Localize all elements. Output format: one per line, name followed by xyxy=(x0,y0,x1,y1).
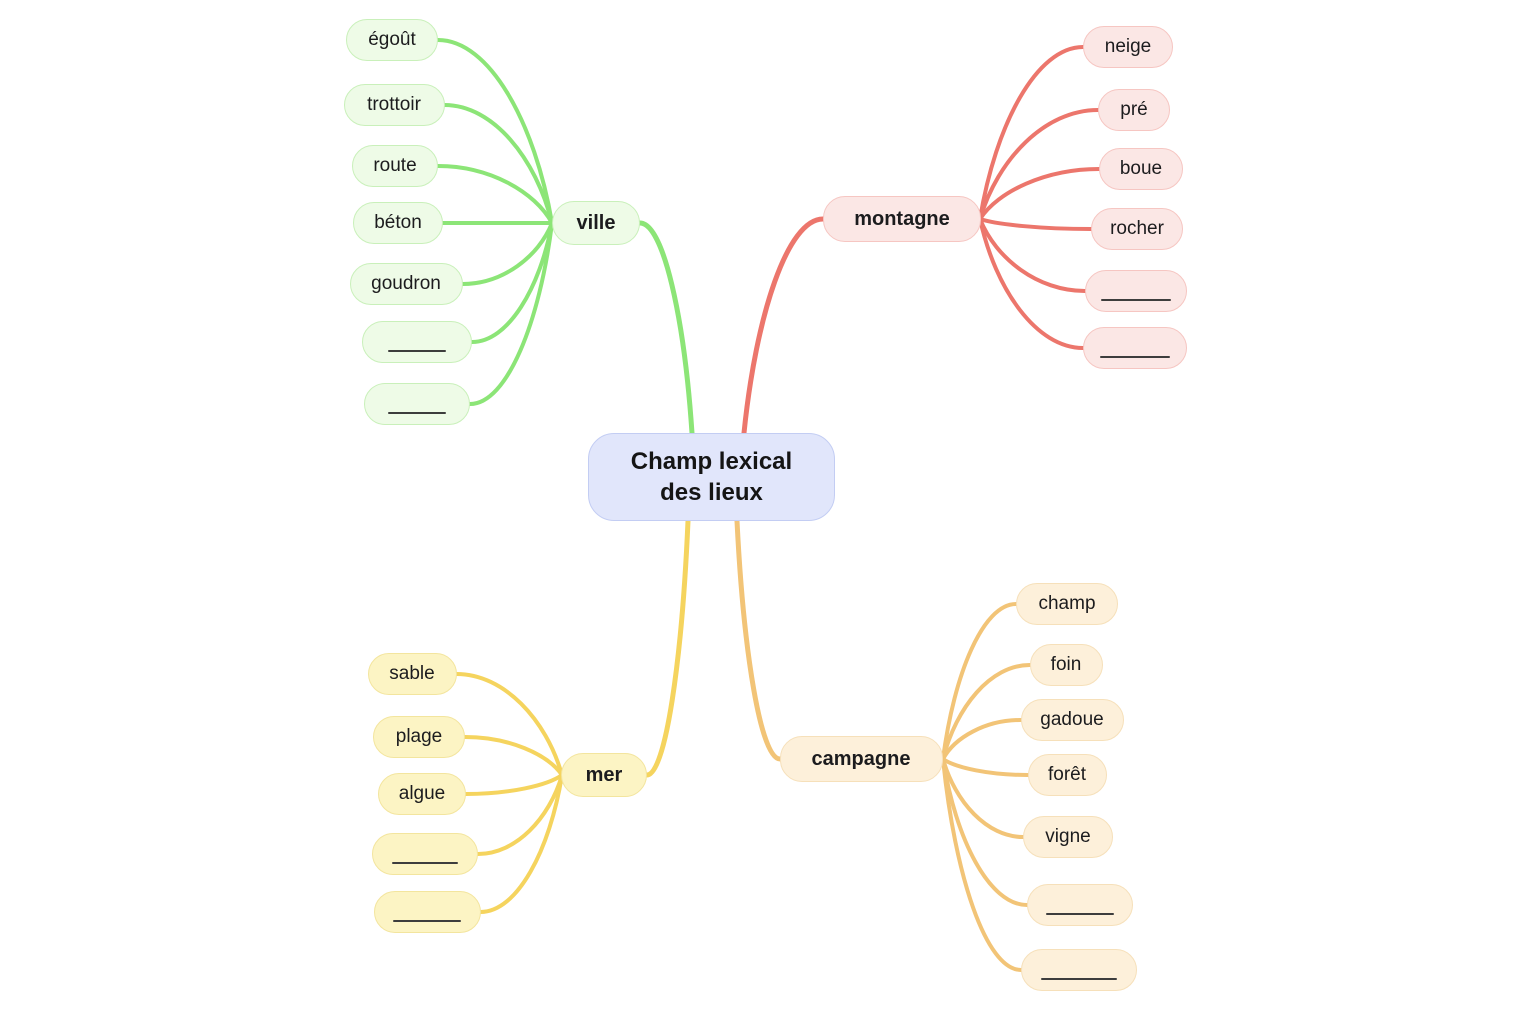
mindmap-link-ville-1 xyxy=(442,103,554,225)
mindmap-link-montagne-4 xyxy=(978,217,1087,293)
mindmap-link-campagne-5 xyxy=(941,757,1029,907)
leaf-node-montagne-rocher[interactable]: rocher xyxy=(1091,208,1183,250)
mindmap-link-campagne-4 xyxy=(941,757,1025,839)
leaf-node-mer-algue[interactable]: algue xyxy=(378,773,466,815)
leaf-node-montagne-boue[interactable]: boue xyxy=(1099,148,1183,190)
leaf-node-ville-goudron[interactable]: goudron xyxy=(349,263,463,305)
blank-answer-line xyxy=(1046,912,1114,916)
mindmap-link-ville-6 xyxy=(468,221,554,406)
leaf-node-campagne-blank-5[interactable] xyxy=(1027,884,1133,926)
mindmap-link-campagne-0 xyxy=(941,602,1018,761)
leaf-node-ville-egout[interactable]: égoût xyxy=(346,19,438,61)
blank-answer-line xyxy=(1041,977,1117,981)
branch-node-mer[interactable]: mer xyxy=(561,753,647,797)
blank-answer-line xyxy=(388,349,446,353)
leaf-node-mer-sable[interactable]: sable xyxy=(367,653,457,695)
blank-answer-line xyxy=(1100,355,1170,359)
branch-node-ville[interactable]: ville xyxy=(552,201,640,245)
blank-answer-line xyxy=(392,861,458,865)
mindmap-link-center-mer xyxy=(644,518,691,778)
mindmap-link-campagne-6 xyxy=(941,757,1023,972)
branch-node-montagne[interactable]: montagne xyxy=(823,196,981,242)
mindmap-link-montagne-5 xyxy=(978,217,1085,350)
leaf-node-campagne-gadoue[interactable]: gadoue xyxy=(1020,699,1124,741)
blank-answer-line xyxy=(1101,298,1171,302)
leaf-node-ville-blank-5[interactable] xyxy=(362,321,472,363)
mindmap-link-center-ville xyxy=(637,220,695,436)
leaf-node-campagne-blank-6[interactable] xyxy=(1021,949,1137,991)
mindmap-link-mer-2 xyxy=(464,773,564,796)
mindmap-link-center-montagne xyxy=(741,216,826,436)
mindmap-link-montagne-0 xyxy=(978,45,1085,221)
leaf-node-ville-route[interactable]: route xyxy=(352,145,438,187)
mindmap-link-ville-2 xyxy=(436,164,554,225)
mindmap-link-mer-1 xyxy=(463,735,564,777)
blank-answer-line xyxy=(393,919,461,923)
leaf-node-campagne-foret[interactable]: forêt xyxy=(1027,754,1107,796)
central-topic-node[interactable]: Champ lexical des lieux xyxy=(588,433,835,521)
leaf-node-campagne-champ[interactable]: champ xyxy=(1016,583,1118,625)
leaf-node-montagne-neige[interactable]: neige xyxy=(1083,26,1173,68)
leaf-node-montagne-blank-5[interactable] xyxy=(1083,327,1187,369)
leaf-node-montagne-blank-4[interactable] xyxy=(1085,270,1187,312)
mindmap-link-montagne-3 xyxy=(978,217,1093,231)
mindmap-link-campagne-2 xyxy=(941,718,1023,761)
mindmap-link-ville-4 xyxy=(460,221,554,286)
mindmap-link-montagne-2 xyxy=(978,167,1101,221)
leaf-node-ville-trottoir[interactable]: trottoir xyxy=(343,84,445,126)
mindmap-link-mer-3 xyxy=(476,773,564,856)
mindmap-link-campagne-1 xyxy=(941,663,1032,761)
mindmap-link-ville-0 xyxy=(436,38,554,225)
branch-node-campagne[interactable]: campagne xyxy=(779,736,943,782)
leaf-node-campagne-vigne[interactable]: vigne xyxy=(1023,816,1113,858)
mindmap-link-campagne-3 xyxy=(941,757,1030,777)
leaf-node-montagne-pre[interactable]: pré xyxy=(1098,89,1170,131)
leaf-node-campagne-foin[interactable]: foin xyxy=(1029,644,1103,686)
mindmap-link-center-campagne xyxy=(734,518,783,762)
blank-answer-line xyxy=(388,411,446,415)
leaf-node-mer-plage[interactable]: plage xyxy=(373,716,465,758)
leaf-node-mer-blank-3[interactable] xyxy=(372,833,478,875)
mindmap-link-mer-4 xyxy=(478,773,564,914)
leaf-node-ville-blank-6[interactable] xyxy=(364,383,470,425)
leaf-node-ville-beton[interactable]: béton xyxy=(353,202,443,244)
leaf-node-mer-blank-4[interactable] xyxy=(373,891,481,933)
mindmap-link-mer-0 xyxy=(454,672,564,777)
mindmap-link-montagne-1 xyxy=(978,108,1100,221)
